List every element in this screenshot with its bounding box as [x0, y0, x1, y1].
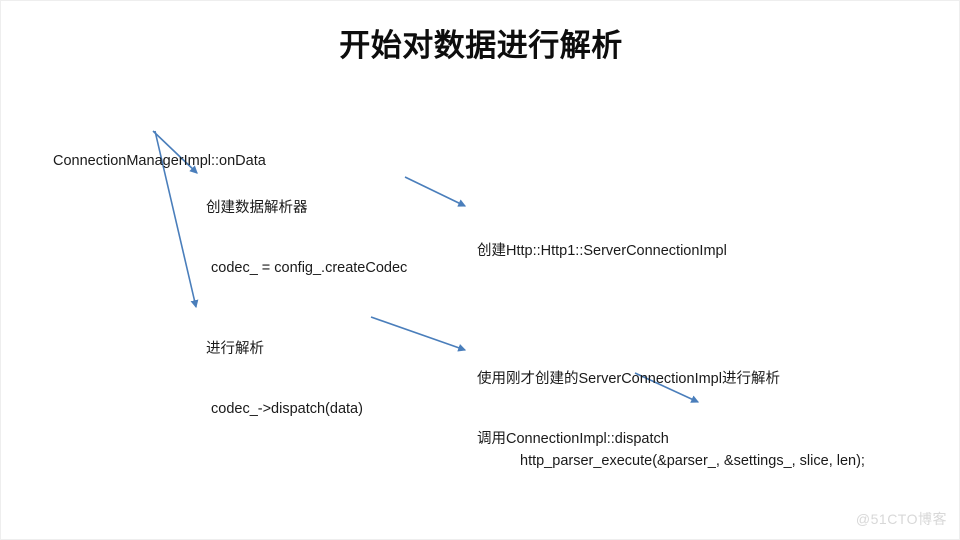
node-use-server-connection-impl: 使用刚才创建的ServerConnectionImpl进行解析 调用Connec…: [477, 329, 780, 489]
node-line: http_parser_execute(&parser_, &settings_…: [520, 453, 865, 469]
node-create-server-connection-impl: 创建Http::Http1::ServerConnectionImpl: [477, 201, 727, 301]
node-line: 创建数据解析器: [206, 200, 308, 216]
node-create-codec: 创建数据解析器 codec_ = config_.createCodec: [206, 158, 407, 318]
page-title: 开始对数据进行解析: [339, 28, 623, 63]
node-line: codec_->dispatch(data): [211, 401, 363, 417]
connector-do-parse-to-use-server: [370, 316, 467, 352]
node-http-parser-execute: http_parser_execute(&parser_, &settings_…: [520, 411, 865, 511]
node-line: 调用ConnectionImpl::dispatch: [477, 431, 669, 447]
node-do-parse: 进行解析 codec_->dispatch(data): [206, 299, 363, 459]
node-line: ConnectionManagerImpl::onData: [53, 153, 266, 169]
node-line: codec_ = config_.createCodec: [211, 260, 408, 276]
connector-create-codec-to-server: [404, 176, 467, 207]
node-line: 进行解析: [206, 341, 264, 357]
node-line: 使用刚才创建的ServerConnectionImpl进行解析: [477, 371, 780, 387]
node-line: 创建Http::Http1::ServerConnectionImpl: [477, 243, 727, 259]
watermark: @51CTO博客: [855, 511, 947, 527]
node-connection-manager-on-data: ConnectionManagerImpl::onData: [53, 111, 266, 211]
